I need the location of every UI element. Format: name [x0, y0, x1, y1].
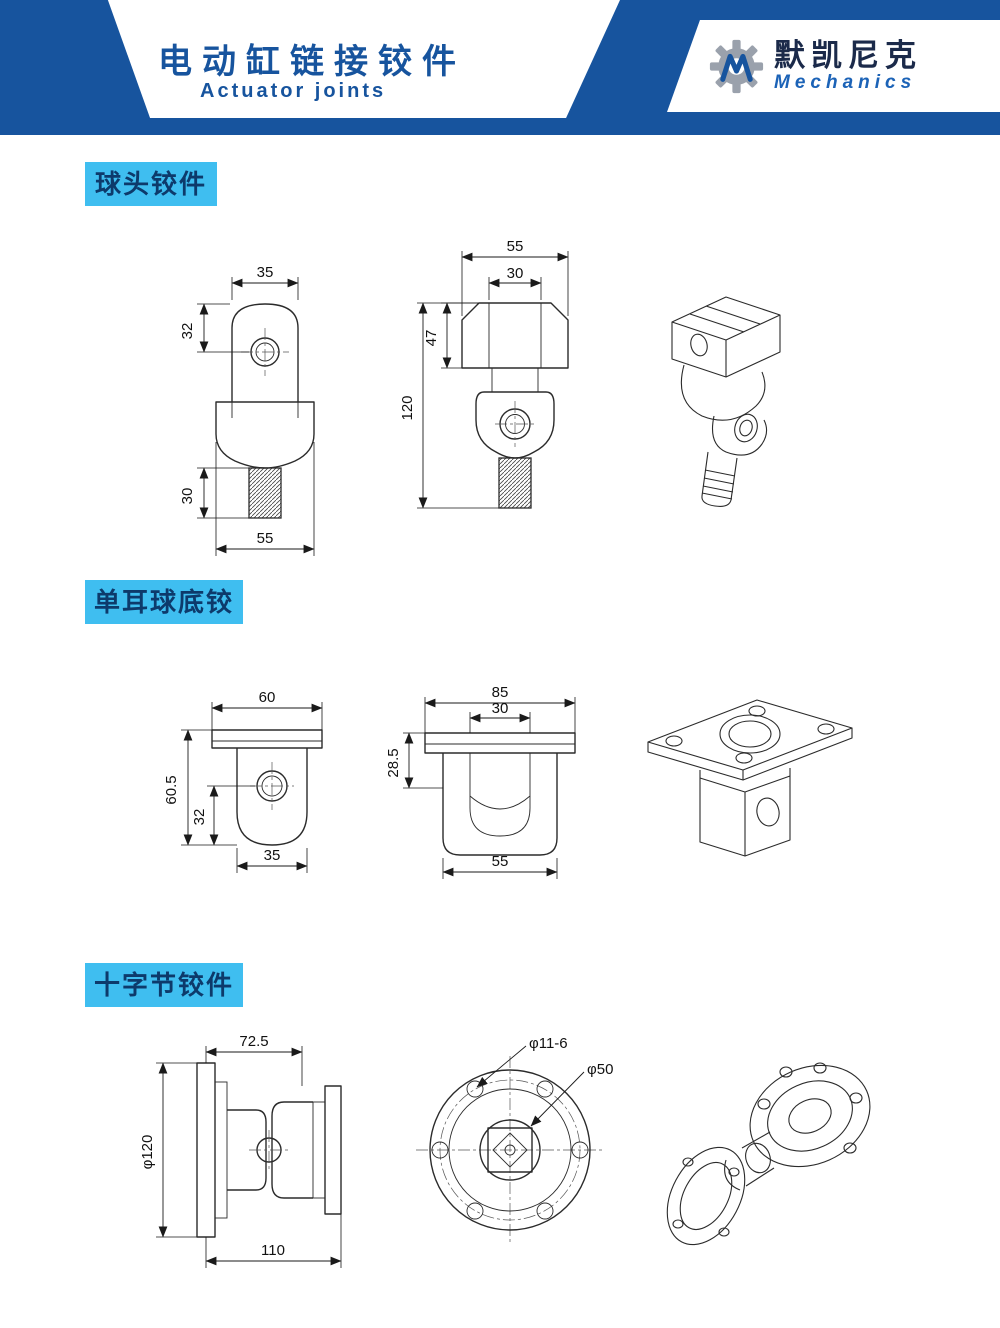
dim-label: 55	[257, 530, 274, 547]
ball-joint-isometric-view	[671, 296, 781, 507]
dim-label: 55	[507, 238, 524, 255]
section-label-cross-joint: 十字节铰件	[85, 963, 243, 1007]
ball-joint-front-view: 35 32 30 55	[179, 264, 315, 556]
dim-label: 35	[264, 847, 281, 864]
dim-label: 30	[507, 265, 524, 282]
brand-text: 默凯尼克 Mechanics	[774, 37, 922, 94]
cross-joint-axial-view: φ11-6 φ50	[416, 1035, 613, 1244]
dim-label: 60.5	[163, 775, 180, 804]
dim-label: 55	[492, 853, 509, 870]
single-lug-flange-isometric-view	[647, 699, 853, 857]
dim-label: φ50	[587, 1061, 613, 1078]
dim-label: 32	[191, 809, 208, 826]
brand-name-en: Mechanics	[774, 71, 917, 93]
ball-joint-side-view: 55 30 47 120	[399, 238, 569, 509]
section-label-single-lug-flange: 单耳球底铰	[85, 580, 243, 624]
cross-joint-isometric-view	[666, 1062, 871, 1246]
brand-name-cn: 默凯尼克	[774, 37, 922, 73]
dim-label: 72.5	[239, 1033, 268, 1050]
dim-label: 85	[492, 684, 509, 701]
cross-joint-front-view: 72.5 φ120 110	[139, 1033, 342, 1268]
title-banner	[107, 0, 620, 118]
header-bar: 电动缸链接铰件 Actuator joints 默凯尼克 Mechanics	[0, 0, 1000, 135]
dim-label: 60	[259, 689, 276, 706]
dim-label: 32	[179, 323, 196, 340]
dim-label: 35	[257, 264, 274, 281]
dim-label: 47	[423, 330, 440, 347]
dim-label: 30	[179, 488, 196, 505]
brand-logo: 默凯尼克 Mechanics	[667, 20, 1000, 112]
dim-label: 30	[492, 700, 509, 717]
dim-label: φ120	[139, 1135, 156, 1170]
page-subtitle: Actuator joints	[200, 80, 387, 102]
dim-label: 120	[399, 395, 416, 420]
page-title: 电动缸链接铰件	[158, 43, 466, 81]
single-lug-flange-front-view: 60 60.5 32 35	[163, 689, 323, 873]
cross-joint-drawings: 72.5 φ120 110 φ11-6 φ50	[139, 1033, 871, 1268]
section-label-ball-joint: 球头铰件	[85, 162, 217, 206]
dim-label: φ11-6	[529, 1035, 568, 1052]
single-lug-flange-drawings: 60 60.5 32 35 85 30 28.5 55	[163, 684, 853, 879]
ball-joint-drawings: 35 32 30 55 55 30 47	[179, 238, 781, 556]
dim-label: 28.5	[385, 748, 402, 777]
dim-label: 110	[261, 1242, 285, 1259]
gear-icon	[709, 39, 764, 93]
single-lug-flange-side-view: 85 30 28.5 55	[385, 684, 576, 879]
